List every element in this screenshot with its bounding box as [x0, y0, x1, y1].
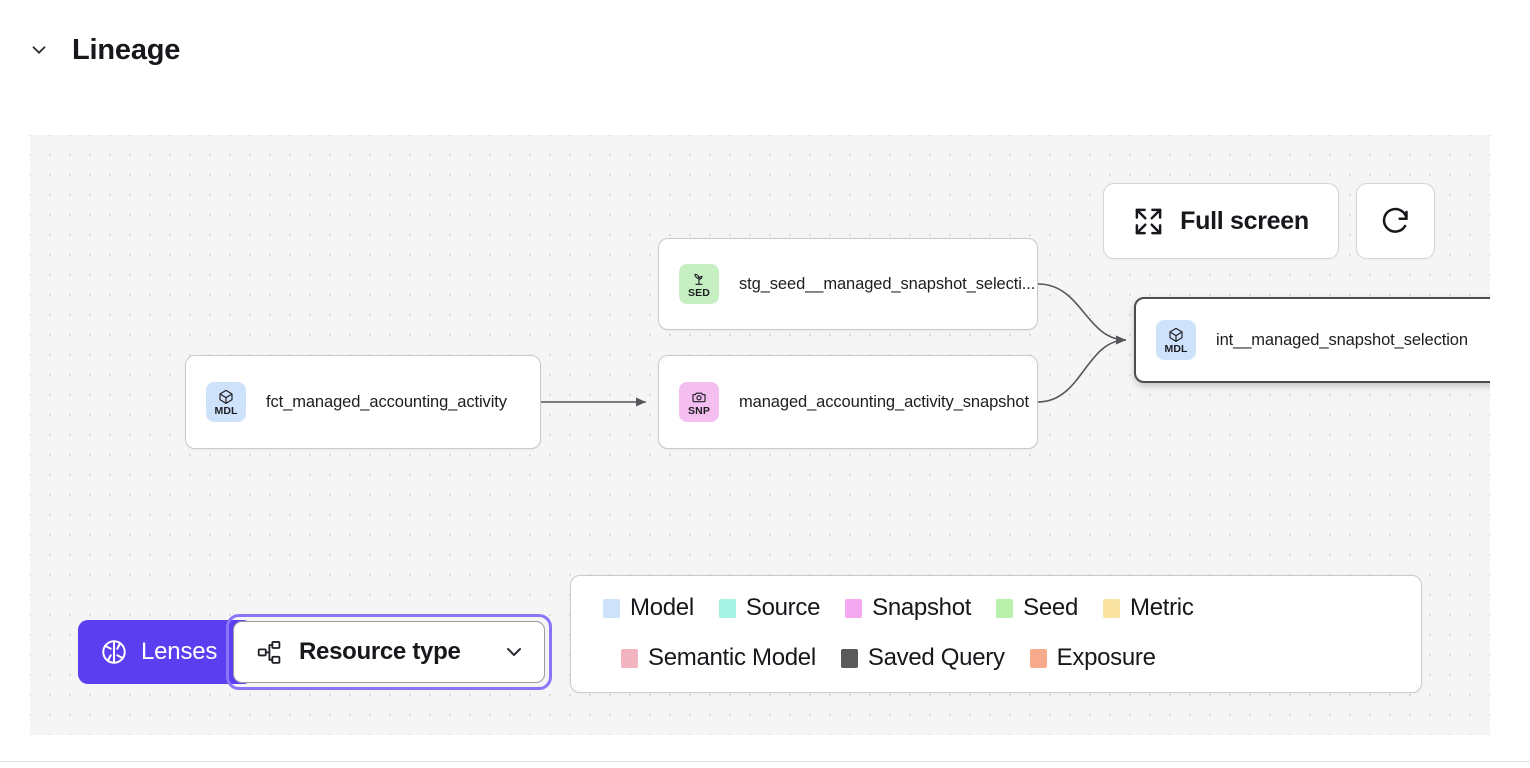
- hierarchy-icon: [256, 639, 283, 666]
- legend-item-exposure: Exposure: [1029, 644, 1156, 672]
- node-label: stg_seed__managed_snapshot_selecti...: [739, 274, 1036, 293]
- edge-curve-seed: [1037, 283, 1127, 345]
- refresh-button[interactable]: [1356, 183, 1435, 259]
- legend-swatch-snapshot: [845, 598, 863, 618]
- legend-label: Semantic Model: [648, 644, 816, 671]
- lenses-label: Lenses: [141, 638, 218, 665]
- lenses-button[interactable]: Lenses: [78, 620, 253, 684]
- camera-icon: [691, 389, 708, 406]
- legend-swatch-source: [718, 598, 736, 618]
- node-type-badge-mdl: MDL: [1156, 320, 1196, 360]
- legend-item-snapshot: Snapshot: [845, 594, 971, 622]
- lineage-node-model-fct[interactable]: MDL fct_managed_accounting_activity: [185, 355, 541, 449]
- canvas-toolbar: Full screen: [1103, 183, 1435, 259]
- node-label: managed_accounting_activity_snapshot: [739, 392, 1029, 411]
- node-type-badge-mdl: MDL: [206, 382, 246, 422]
- lineage-legend: Model Source Snapshot Seed Metric: [570, 575, 1422, 693]
- node-label: int__managed_snapshot_selection: [1216, 330, 1468, 349]
- legend-item-model: Model: [603, 594, 694, 622]
- legend-item-semantic-model: Semantic Model: [621, 644, 816, 672]
- legend-label: Metric: [1130, 594, 1194, 621]
- legend-label: Model: [630, 594, 694, 621]
- legend-row-1: Model Source Snapshot Seed Metric: [593, 594, 1399, 622]
- lineage-node-snapshot[interactable]: SNP managed_accounting_activity_snapshot: [658, 355, 1038, 449]
- legend-label: Exposure: [1056, 644, 1156, 671]
- resource-type-focus-ring: Resource type: [226, 614, 552, 690]
- chevron-down-icon[interactable]: [26, 37, 52, 63]
- legend-row-2: Semantic Model Saved Query Exposure: [593, 644, 1399, 672]
- legend-swatch-model: [603, 598, 620, 618]
- edge-curve-snapshot: [1037, 335, 1127, 403]
- node-type-abbr: SED: [688, 286, 710, 299]
- node-label: fct_managed_accounting_activity: [266, 392, 507, 411]
- page-title: Lineage: [72, 33, 181, 66]
- full-screen-button[interactable]: Full screen: [1103, 183, 1339, 259]
- resource-type-label: Resource type: [299, 638, 461, 665]
- lineage-bottom-controls: Lenses Resource type: [78, 614, 552, 690]
- node-type-abbr: MDL: [1164, 342, 1188, 355]
- legend-label: Snapshot: [872, 594, 972, 621]
- legend-label: Seed: [1023, 594, 1078, 621]
- lineage-node-seed-stg[interactable]: SED stg_seed__managed_snapshot_selecti..…: [658, 238, 1038, 330]
- legend-swatch-saved-query: [840, 648, 858, 668]
- aperture-icon: [100, 638, 128, 666]
- legend-swatch-semantic-model: [621, 648, 638, 668]
- cube-icon: [218, 389, 235, 406]
- legend-swatch-seed: [996, 598, 1014, 618]
- node-type-badge-snp: SNP: [679, 382, 719, 422]
- chevron-down-icon: [502, 640, 526, 664]
- resource-type-dropdown[interactable]: Resource type: [233, 621, 545, 683]
- lineage-node-model-int-selected[interactable]: MDL int__managed_snapshot_selection: [1134, 297, 1490, 383]
- full-screen-label: Full screen: [1180, 206, 1309, 235]
- legend-swatch-metric: [1103, 598, 1120, 618]
- node-type-badge-sed: SED: [679, 264, 719, 304]
- legend-label: Saved Query: [867, 644, 1005, 671]
- page-bottom-divider: [0, 761, 1530, 762]
- sprout-icon: [691, 271, 708, 288]
- legend-item-source: Source: [718, 594, 821, 622]
- expand-arrows-icon: [1133, 206, 1164, 237]
- lineage-canvas[interactable]: MDL fct_managed_accounting_activity SED …: [30, 135, 1490, 735]
- legend-label: Source: [745, 594, 821, 621]
- node-type-abbr: SNP: [688, 404, 710, 417]
- legend-item-seed: Seed: [996, 594, 1078, 622]
- legend-item-metric: Metric: [1103, 594, 1194, 622]
- refresh-icon: [1379, 205, 1412, 238]
- cube-icon: [1168, 327, 1185, 344]
- node-type-abbr: MDL: [214, 404, 238, 417]
- lineage-section-header: Lineage: [0, 22, 180, 78]
- legend-swatch-exposure: [1029, 648, 1047, 668]
- legend-item-saved-query: Saved Query: [840, 644, 1005, 672]
